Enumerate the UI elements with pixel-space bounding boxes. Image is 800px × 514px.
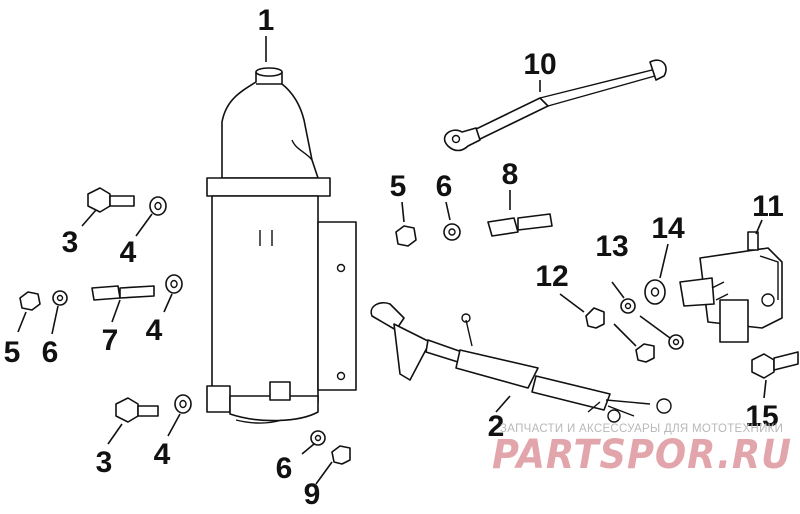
wire-harness xyxy=(370,301,672,423)
washer-14 xyxy=(644,279,666,305)
callout-9: 9 xyxy=(304,478,321,511)
callout-3-lower: 3 xyxy=(96,446,113,479)
callout-5-left: 5 xyxy=(4,336,21,369)
watermark-brand: PARTSPOR.RU xyxy=(492,432,792,478)
lockwasher-6-mid xyxy=(443,223,461,241)
bolt-3-lower xyxy=(115,397,159,423)
callout-10: 10 xyxy=(523,48,556,81)
callout-6-mid: 6 xyxy=(436,170,453,203)
callout-numbers: 1 10 11 8 5 6 3 4 7 4 5 6 3 4 6 9 12 13 … xyxy=(4,4,784,511)
nut-9 xyxy=(331,445,351,465)
watermark: ЗАПЧАСТИ И АКСЕССУАРЫ ДЛЯ МОТОТЕХНИКИ PA… xyxy=(492,423,792,478)
callout-8: 8 xyxy=(502,158,519,191)
callout-7: 7 xyxy=(102,324,119,357)
nut-5-right xyxy=(395,225,417,247)
watermark-subtitle: ЗАПЧАСТИ И АКСЕССУАРЫ ДЛЯ МОТОТЕХНИКИ xyxy=(500,423,783,435)
callout-5-mid: 5 xyxy=(390,170,407,203)
washer-4-c xyxy=(174,394,192,414)
washer-13 xyxy=(620,298,636,314)
stud-7 xyxy=(91,285,155,301)
lockwasher-6-bottom xyxy=(310,430,326,446)
callout-13: 13 xyxy=(595,230,628,263)
callout-11: 11 xyxy=(752,190,784,223)
callout-12: 12 xyxy=(535,260,568,293)
washer-4-a xyxy=(149,196,167,216)
washer-4-b xyxy=(165,274,183,294)
callout-4-middle: 4 xyxy=(146,314,163,347)
bolt-15 xyxy=(751,351,799,379)
nut-12-lower xyxy=(635,343,655,363)
nut-12 xyxy=(585,307,605,329)
leader-lines xyxy=(17,36,767,485)
callout-6-bottom: 6 xyxy=(276,452,293,485)
callout-4-upper: 4 xyxy=(120,236,137,269)
starter-solenoid xyxy=(679,231,783,343)
lockwasher-6-left xyxy=(52,290,68,306)
stud-8 xyxy=(487,213,553,237)
callout-1: 1 xyxy=(258,4,275,37)
callout-2: 2 xyxy=(488,410,505,443)
bolt-3-upper xyxy=(87,187,135,213)
nut-5-left xyxy=(19,291,41,311)
callout-3-upper: 3 xyxy=(62,226,79,259)
washer-13-lower xyxy=(668,334,684,350)
callout-4-lower: 4 xyxy=(154,438,171,471)
battery-cable xyxy=(443,59,667,152)
callout-14: 14 xyxy=(651,212,685,245)
starter-motor xyxy=(206,67,357,424)
callout-6-left: 6 xyxy=(42,336,59,369)
callout-15: 15 xyxy=(745,400,778,433)
